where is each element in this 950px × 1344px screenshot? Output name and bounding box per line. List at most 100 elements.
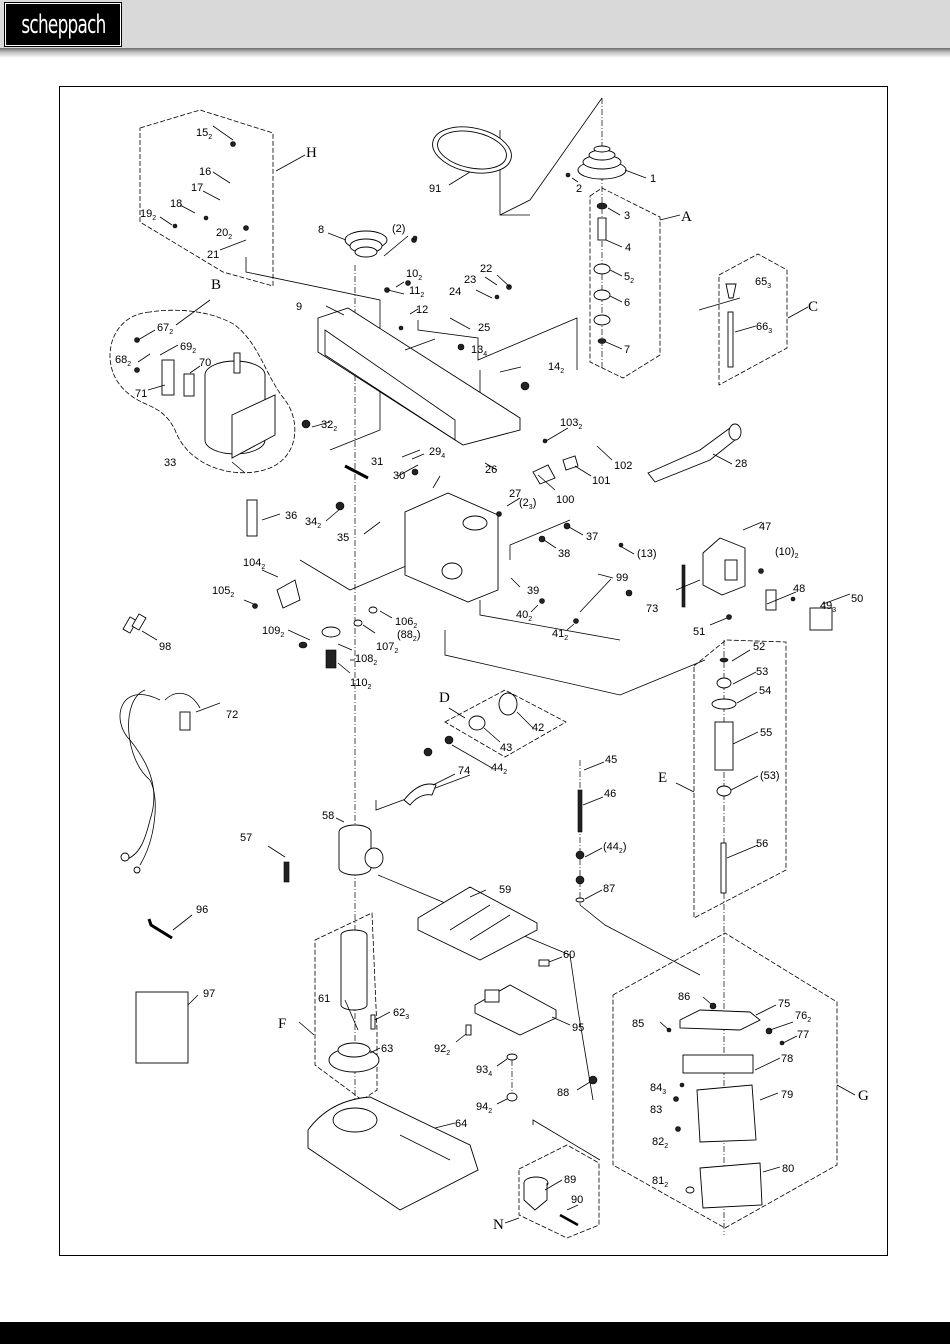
part-callout-9: 9 <box>296 301 302 313</box>
part-number: 82 <box>652 1136 664 1148</box>
part-number: 53 <box>756 666 768 678</box>
part-quantity: 2 <box>169 329 173 336</box>
part-55-quill <box>714 721 734 771</box>
part-number: (10) <box>775 546 795 558</box>
part-1-pulley <box>577 145 627 180</box>
part-callout-91: 91 <box>429 183 441 195</box>
part-44-nut <box>444 735 454 745</box>
part-33-motor <box>204 352 276 459</box>
part-number: 103 <box>560 417 578 429</box>
part-number: 61 <box>318 993 330 1005</box>
part-number: 7 <box>624 344 630 356</box>
part-56-spindle <box>720 842 727 894</box>
part-callout-22: 22 <box>480 263 492 275</box>
part-number: 73 <box>646 603 658 615</box>
part-quantity: 2 <box>152 215 156 222</box>
part-47-switch-box <box>702 537 746 596</box>
part-number: 83 <box>650 1104 662 1116</box>
part-number: (53) <box>760 770 780 782</box>
part-number: 68 <box>115 354 127 366</box>
part-87-washer <box>575 897 585 903</box>
part-callout-74: 74 <box>458 765 470 777</box>
part-callout-97: 97 <box>203 988 215 1000</box>
part-quantity: 2 <box>373 660 377 667</box>
part-quantity: 2 <box>564 635 568 642</box>
scheppach-logo: scheppach <box>5 3 121 46</box>
part-callout-15: 152 <box>196 127 212 141</box>
part-number: 75 <box>778 998 790 1010</box>
part-69-capacitor <box>161 359 175 396</box>
part-53-bearing <box>716 677 732 689</box>
part-callout-92: 922 <box>434 1043 450 1057</box>
part-quantity: 4 <box>483 351 487 358</box>
part-quantity: 3 <box>767 283 771 290</box>
part-number: 46 <box>604 788 616 800</box>
part-callout-58: 58 <box>322 810 334 822</box>
part-100-bracket <box>532 464 556 485</box>
part-93-washer <box>506 1053 518 1061</box>
part-number: 40 <box>516 609 528 621</box>
part-callout-39: 39 <box>527 585 539 597</box>
part-number: 102 <box>614 460 632 472</box>
part-94-nut <box>506 1092 518 1102</box>
part-number: 96 <box>196 904 208 916</box>
part-number: (44 <box>603 841 619 853</box>
part-callout-76: 762 <box>795 1010 811 1024</box>
part-callout-14: 142 <box>548 361 564 375</box>
part-number: (13) <box>637 548 657 560</box>
part-drawings <box>119 126 833 1227</box>
part-callout-79: 79 <box>781 1089 793 1101</box>
part-callout-45: 45 <box>605 754 617 766</box>
part-callout-106: 1062 <box>395 616 417 630</box>
part-number: 101 <box>592 475 610 487</box>
part-109-nut <box>298 641 308 649</box>
part-number: 30 <box>393 470 405 482</box>
group-label-d: D <box>439 690 450 706</box>
part-43-cover <box>468 715 486 731</box>
part-callout-54: 54 <box>759 685 771 697</box>
part-number: 97 <box>203 988 215 1000</box>
part-callout-27: 27 <box>509 488 521 500</box>
part-callout-30: 30 <box>393 470 405 482</box>
part-number: 72 <box>226 709 238 721</box>
part-quantity: 2 <box>333 426 337 433</box>
part-callout-64: 64 <box>455 1118 467 1130</box>
part-callout-1: 1 <box>650 173 656 185</box>
part-callout-70: 70 <box>199 357 211 369</box>
part-quantity: 2 <box>619 848 623 855</box>
header-shadow <box>0 48 950 58</box>
part-quantity: 2 <box>528 616 532 623</box>
part-callout-84: 843 <box>650 1082 666 1096</box>
part-54-ring <box>711 698 737 710</box>
part-number: 99 <box>616 572 628 584</box>
part-callout-59: 59 <box>499 884 511 896</box>
part-callout-61: 61 <box>318 993 330 1005</box>
part-75-guard-bracket <box>679 1009 761 1031</box>
part-callout-98: 98 <box>159 641 171 653</box>
part-callout-33: 33 <box>164 457 176 469</box>
part-number: 100 <box>556 494 574 506</box>
group-label-n: N <box>493 1217 504 1233</box>
part-number: 76 <box>795 1010 807 1022</box>
group-label-a: A <box>681 209 692 225</box>
part-callout-56: 56 <box>756 838 768 850</box>
part-callout-12: 12 <box>416 304 428 316</box>
part-callout-80: 80 <box>782 1163 794 1175</box>
part-number: 35 <box>337 532 349 544</box>
part-callout-51: 51 <box>693 626 705 638</box>
part-57-lever <box>283 861 290 883</box>
part-number: 93 <box>476 1064 488 1076</box>
part-callout-87: 87 <box>603 883 615 895</box>
part-44b-nut <box>423 747 433 757</box>
part-36-pin <box>246 499 258 537</box>
part-number: 49 <box>820 600 832 612</box>
part-callout-4: 4 <box>625 242 631 254</box>
part-number: 17 <box>191 182 203 194</box>
part-number: 57 <box>240 832 252 844</box>
part-74-scale <box>403 783 437 806</box>
part-number: 69 <box>180 341 192 353</box>
part-callout-10p: (10)2 <box>775 546 799 560</box>
part-callout-108: 1082 <box>355 653 377 667</box>
part-quantity: 2 <box>503 769 507 776</box>
part-number: 12 <box>416 304 428 316</box>
